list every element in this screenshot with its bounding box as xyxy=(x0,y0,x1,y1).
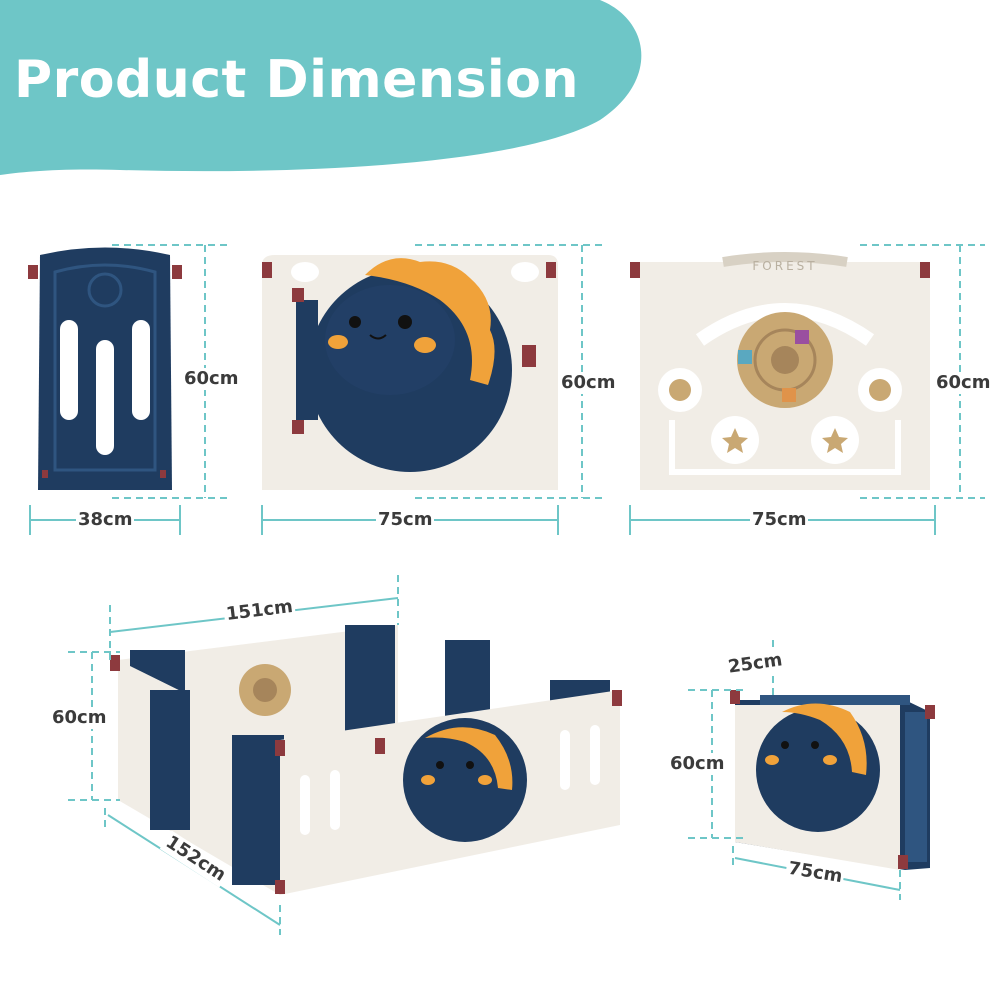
assembled-playpen xyxy=(110,625,622,895)
title-banner xyxy=(0,0,642,175)
assembled-height-label: 60cm xyxy=(50,707,109,729)
door-panel-width-label: 75cm xyxy=(376,509,435,531)
activity-panel-width-label: 75cm xyxy=(750,509,809,531)
activity-panel: FOREST xyxy=(630,252,930,490)
activity-panel-height-label: 60cm xyxy=(934,372,993,394)
forest-emboss-text: FOREST xyxy=(752,259,817,273)
narrow-panel-width-label: 38cm xyxy=(76,509,135,531)
narrow-panel-height-label: 60cm xyxy=(182,368,241,390)
door-panel-height-label: 60cm xyxy=(559,372,618,394)
narrow-panel xyxy=(28,247,182,490)
page-title: Product Dimension xyxy=(14,50,579,110)
folded-height-label: 60cm xyxy=(668,753,727,775)
door-panel xyxy=(262,255,558,490)
folded-playpen xyxy=(730,690,935,870)
